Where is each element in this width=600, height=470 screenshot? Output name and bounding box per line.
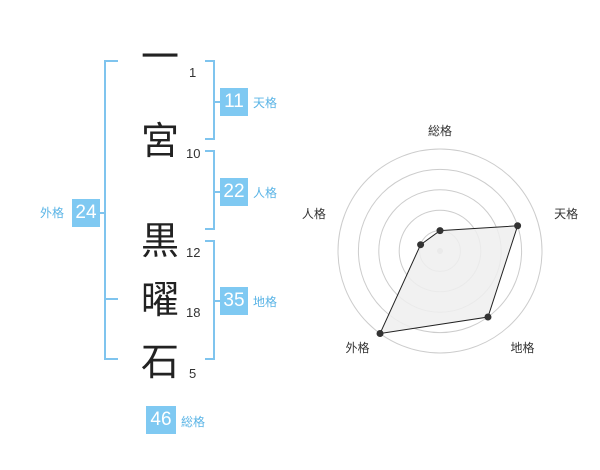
radar-point-1 [436,227,444,235]
radar-data-area [379,225,519,335]
radar-axis-label-1: 総格 [428,123,452,138]
tenkaku-label: 天格 [253,96,278,110]
radar-axis-label-5: 人格 [302,206,326,221]
stroke-count-2: 10 [186,146,201,161]
jinkaku-label: 人格 [253,186,278,200]
radar-axis-label-4: 外格 [345,340,369,355]
gaikaku-label: 外格 [40,206,65,220]
name-char-3: 黒 [140,219,179,263]
name-char-4: 曜 [140,278,179,322]
stroke-count-5: 5 [189,366,197,381]
jinkaku-value: 22 [220,178,248,206]
radar-grid-ring-5 [337,148,543,354]
gaikaku-value: 24 [72,199,100,227]
radar-point-4 [376,330,384,338]
soukaku-label: 総格 [181,415,206,429]
radar-grid-ring-4 [357,168,523,334]
chikaku-value: 35 [220,287,248,315]
name-char-1: 一 [140,35,179,79]
radar-point-2 [514,222,522,230]
radar-axis-label-3: 地格 [511,340,535,355]
name-char-2: 宮 [140,119,179,163]
stroke-count-4: 18 [186,305,201,320]
radar-point-5 [417,241,425,249]
radar-point-3 [484,313,492,321]
soukaku-value: 46 [146,406,176,434]
name-char-5: 石 [140,340,179,384]
chikaku-label: 地格 [253,295,278,309]
stroke-count-1: 1 [189,65,197,80]
stroke-count-3: 12 [186,245,201,260]
tenkaku-value: 11 [220,88,248,116]
radar-axis-label-2: 天格 [554,206,578,221]
